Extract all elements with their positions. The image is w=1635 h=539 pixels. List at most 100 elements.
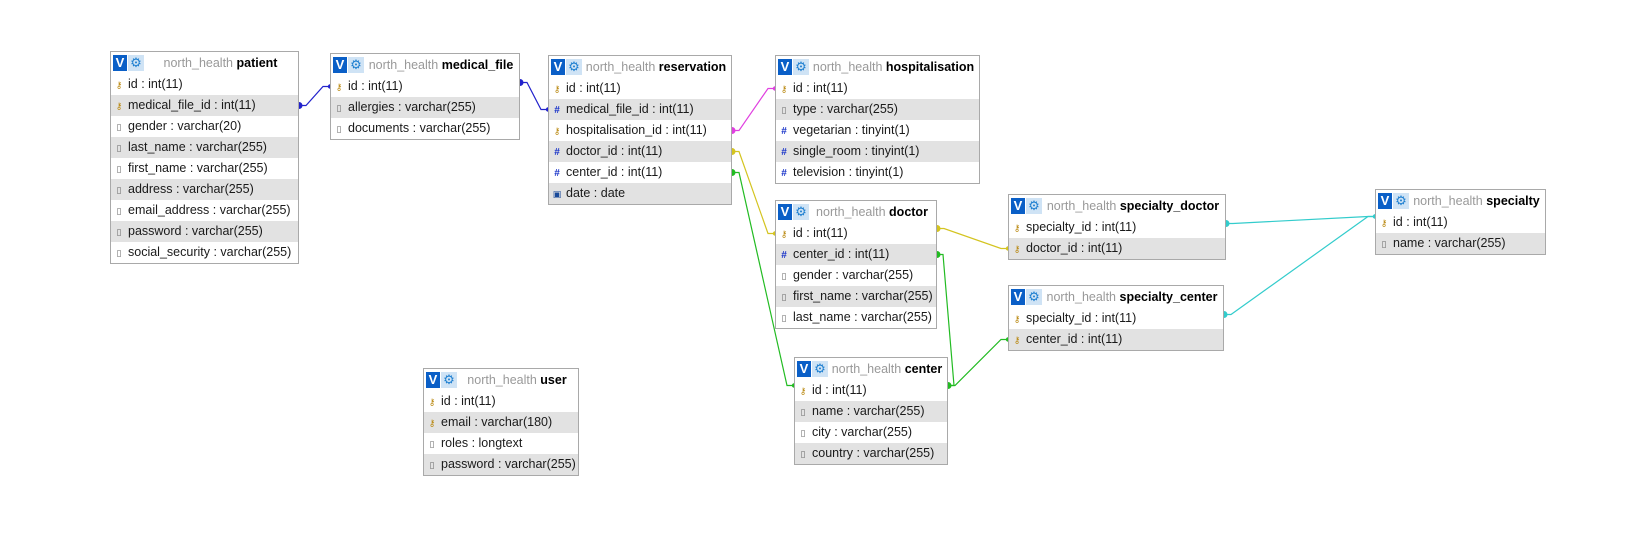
table-title: north_health center xyxy=(828,362,947,376)
table-center[interactable]: V⚙north_health center⚷id : int(11)▯name … xyxy=(794,357,948,465)
column-row[interactable]: ⚷specialty_id : int(11) xyxy=(1009,308,1223,329)
toggle-columns-button[interactable]: V xyxy=(1378,193,1392,209)
table-header[interactable]: V⚙north_health user xyxy=(424,369,578,391)
table-medical-file[interactable]: V⚙north_health medical_file⚷id : int(11)… xyxy=(330,53,520,140)
gear-icon[interactable]: ⚙ xyxy=(348,57,364,73)
index-icon: # xyxy=(781,250,787,261)
column-label: television : tinyint(1) xyxy=(793,165,904,179)
database-name: north_health xyxy=(816,205,886,219)
table-header[interactable]: V⚙north_health reservation xyxy=(549,56,731,78)
link-specialty-doctor-specialty[interactable] xyxy=(1226,215,1375,225)
table-header[interactable]: V⚙north_health doctor xyxy=(776,201,936,223)
gear-icon[interactable]: ⚙ xyxy=(441,372,457,388)
toggle-columns-button[interactable]: V xyxy=(1011,289,1025,305)
column-row[interactable]: ⚷doctor_id : int(11) xyxy=(1009,238,1225,259)
column-row[interactable]: ⚷hospitalisation_id : int(11) xyxy=(549,120,731,141)
column-row[interactable]: ⚷id : int(11) xyxy=(424,391,578,412)
column-row[interactable]: ⚷email : varchar(180) xyxy=(424,412,578,433)
gear-icon[interactable]: ⚙ xyxy=(1026,289,1042,305)
column-row[interactable]: #vegetarian : tinyint(1) xyxy=(776,120,979,141)
column-row[interactable]: ▯last_name : varchar(255) xyxy=(776,307,936,328)
column-row[interactable]: ⚷medical_file_id : int(11) xyxy=(111,95,298,116)
column-row[interactable]: ▯documents : varchar(255) xyxy=(331,118,519,139)
table-header[interactable]: V⚙north_health specialty_doctor xyxy=(1009,195,1225,217)
column-row[interactable]: ⚷id : int(11) xyxy=(549,78,731,99)
column-row[interactable]: ▯first_name : varchar(255) xyxy=(111,158,298,179)
column-row[interactable]: ▯name : varchar(255) xyxy=(795,401,947,422)
link-doctor-specialty-doctor[interactable] xyxy=(937,227,1008,250)
column-row[interactable]: ▯social_security : varchar(255) xyxy=(111,242,298,263)
table-hospitalisation[interactable]: V⚙north_health hospitalisation⚷id : int(… xyxy=(775,55,980,184)
column-row[interactable]: ⚷id : int(11) xyxy=(795,380,947,401)
column-row[interactable]: #medical_file_id : int(11) xyxy=(549,99,731,120)
column-row[interactable]: ▯roles : longtext xyxy=(424,433,578,454)
toggle-columns-button[interactable]: V xyxy=(426,372,440,388)
column-row[interactable]: ▯password : varchar(255) xyxy=(424,454,578,475)
link-medical-file-reservation[interactable] xyxy=(520,81,548,111)
column-row[interactable]: ⚷id : int(11) xyxy=(776,78,979,99)
column-icon: ▯ xyxy=(116,122,122,132)
toggle-columns-button[interactable]: V xyxy=(778,204,792,220)
table-user[interactable]: V⚙north_health user⚷id : int(11)⚷email :… xyxy=(423,368,579,476)
column-row[interactable]: ▯city : varchar(255) xyxy=(795,422,947,443)
table-header[interactable]: V⚙north_health specialty_center xyxy=(1009,286,1223,308)
column-row[interactable]: #doctor_id : int(11) xyxy=(549,141,731,162)
column-row[interactable]: #television : tinyint(1) xyxy=(776,162,979,183)
column-row[interactable]: ▯first_name : varchar(255) xyxy=(776,286,936,307)
column-row[interactable]: ▯country : varchar(255) xyxy=(795,443,947,464)
column-row[interactable]: ⚷id : int(11) xyxy=(331,76,519,97)
column-row[interactable]: #single_room : tinyint(1) xyxy=(776,141,979,162)
column-row[interactable]: ▯allergies : varchar(255) xyxy=(331,97,519,118)
column-icon: ▯ xyxy=(116,143,122,153)
gear-icon[interactable]: ⚙ xyxy=(793,204,809,220)
toggle-columns-button[interactable]: V xyxy=(333,57,347,73)
column-label: name : varchar(255) xyxy=(812,404,925,418)
column-row[interactable]: ⚷specialty_id : int(11) xyxy=(1009,217,1225,238)
table-header[interactable]: V⚙north_health center xyxy=(795,358,947,380)
gear-icon[interactable]: ⚙ xyxy=(566,59,582,75)
column-row[interactable]: #center_id : int(11) xyxy=(776,244,936,265)
table-header[interactable]: V⚙north_health hospitalisation xyxy=(776,56,979,78)
toggle-columns-button[interactable]: V xyxy=(797,361,811,377)
table-specialty-center[interactable]: V⚙north_health specialty_center⚷specialt… xyxy=(1008,285,1224,351)
column-row[interactable]: ▯last_name : varchar(255) xyxy=(111,137,298,158)
link-reservation-doctor[interactable] xyxy=(732,150,775,235)
column-label: gender : varchar(20) xyxy=(128,119,242,133)
link-specialty-center-specialty[interactable] xyxy=(1224,215,1375,316)
gear-icon[interactable]: ⚙ xyxy=(128,55,144,71)
table-specialty-doctor[interactable]: V⚙north_health specialty_doctor⚷specialt… xyxy=(1008,194,1226,260)
toggle-columns-button[interactable]: V xyxy=(113,55,127,71)
column-row[interactable]: ▯password : varchar(255) xyxy=(111,221,298,242)
table-specialty[interactable]: V⚙north_health specialty⚷id : int(11)▯na… xyxy=(1375,189,1546,255)
gear-icon[interactable]: ⚙ xyxy=(812,361,828,377)
column-row[interactable]: ▣date : date xyxy=(549,183,731,204)
table-header[interactable]: V⚙north_health specialty xyxy=(1376,190,1545,212)
table-patient[interactable]: V⚙north_health patient⚷id : int(11)⚷medi… xyxy=(110,51,299,264)
toggle-columns-button[interactable]: V xyxy=(1011,198,1025,214)
column-row[interactable]: ⚷id : int(11) xyxy=(111,74,298,95)
toggle-columns-button[interactable]: V xyxy=(551,59,565,75)
gear-icon[interactable]: ⚙ xyxy=(1393,193,1409,209)
table-doctor[interactable]: V⚙north_health doctor⚷id : int(11)#cente… xyxy=(775,200,937,329)
link-reservation-hospitalisation[interactable] xyxy=(732,87,775,132)
table-header[interactable]: V⚙north_health medical_file xyxy=(331,54,519,76)
key-icon: ⚷ xyxy=(1380,218,1388,228)
column-row[interactable]: #center_id : int(11) xyxy=(549,162,731,183)
toggle-columns-button[interactable]: V xyxy=(778,59,792,75)
column-row[interactable]: ▯ gender : varchar(20) xyxy=(111,116,298,137)
gear-icon[interactable]: ⚙ xyxy=(1026,198,1042,214)
column-row[interactable]: ▯type : varchar(255) xyxy=(776,99,979,120)
database-name: north_health xyxy=(467,373,537,387)
column-row[interactable]: ⚷center_id : int(11) xyxy=(1009,329,1223,350)
column-row[interactable]: ▯gender : varchar(255) xyxy=(776,265,936,286)
column-row[interactable]: ⚷id : int(11) xyxy=(776,223,936,244)
table-reservation[interactable]: V⚙north_health reservation⚷id : int(11)#… xyxy=(548,55,732,205)
gear-icon[interactable]: ⚙ xyxy=(793,59,809,75)
table-header[interactable]: V⚙north_health patient xyxy=(111,52,298,74)
column-row[interactable]: ▯email_address : varchar(255) xyxy=(111,200,298,221)
column-row[interactable]: ⚷id : int(11) xyxy=(1376,212,1545,233)
link-patient-medical-file[interactable] xyxy=(299,85,330,107)
column-row[interactable]: ▯name : varchar(255) xyxy=(1376,233,1545,254)
column-row[interactable]: ▯address : varchar(255) xyxy=(111,179,298,200)
link-center-specialty-center[interactable] xyxy=(948,338,1008,387)
